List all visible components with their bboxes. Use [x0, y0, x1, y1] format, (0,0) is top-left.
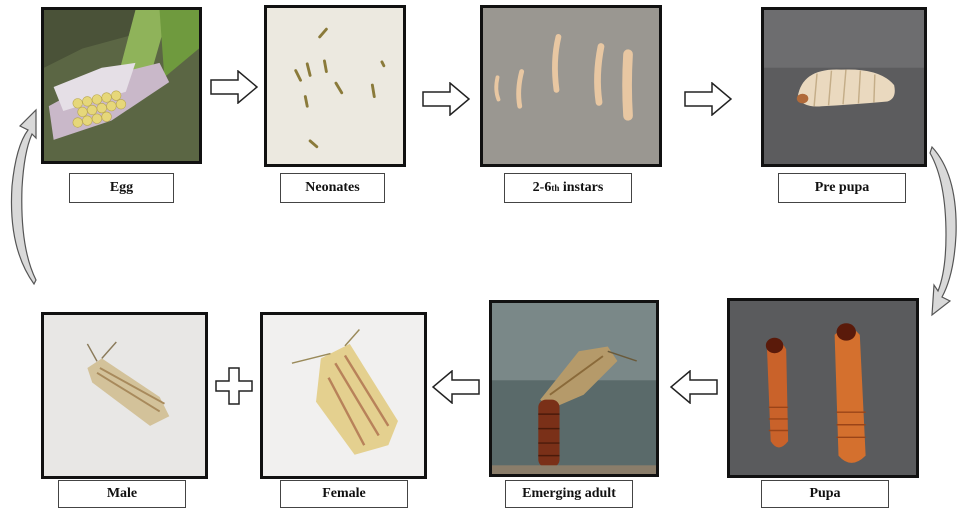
plus-icon [215, 367, 253, 405]
block-arrow-icon [432, 370, 480, 404]
neonates-label: Neonates [280, 173, 385, 203]
egg-photo [41, 7, 202, 164]
male-label: Male [58, 480, 186, 508]
egg-label: Egg [69, 173, 174, 203]
male-photo [41, 312, 208, 479]
instars-photo [480, 5, 662, 167]
curved-arrow-icon [6, 108, 38, 286]
block-arrow-icon [670, 370, 718, 404]
prepupa-photo [761, 7, 927, 167]
block-arrow-icon [684, 82, 732, 116]
curved-arrow-icon [928, 145, 960, 317]
block-arrow-icon [422, 82, 470, 116]
female-photo [260, 312, 427, 479]
block-arrow-icon [210, 70, 258, 104]
pupa-label: Pupa [761, 480, 889, 508]
instars-label: 2-6th instars [504, 173, 632, 203]
emerging-adult-label: Emerging adult [505, 480, 633, 508]
neonates-photo [264, 5, 406, 167]
female-label: Female [280, 480, 408, 508]
pupa-photo [727, 298, 919, 478]
emerging-adult-photo [489, 300, 659, 477]
prepupa-label: Pre pupa [778, 173, 906, 203]
